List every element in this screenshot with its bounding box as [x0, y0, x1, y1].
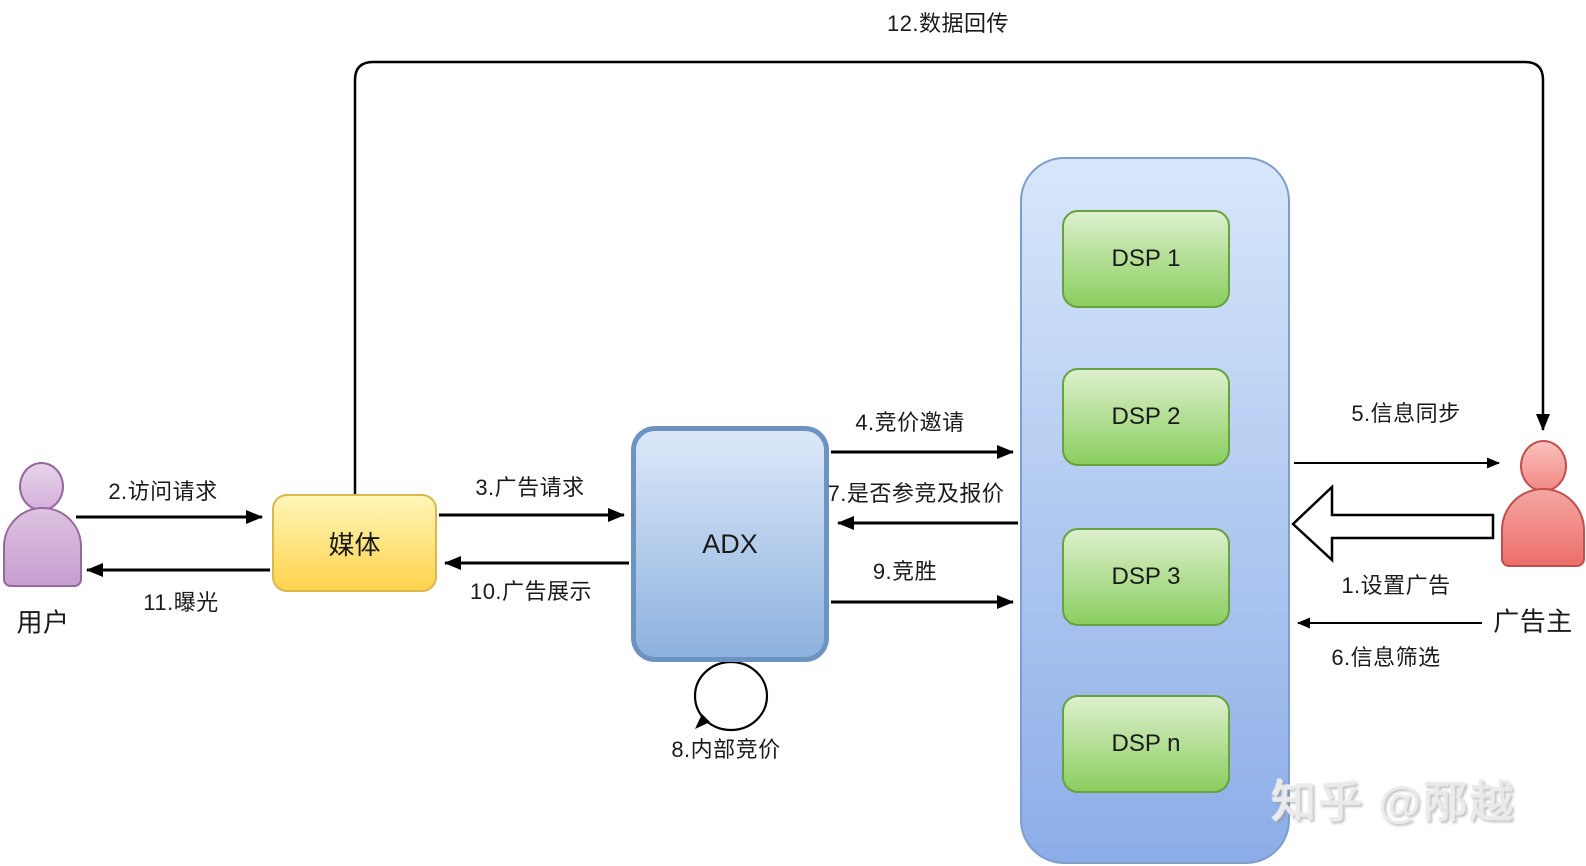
flow-9-label: 9.竞胜 — [872, 559, 938, 584]
dsp-n-node[interactable]: DSP n — [1062, 695, 1230, 793]
flow-6-label: 6.信息筛选 — [1331, 645, 1441, 670]
advertiser-label: 广告主 — [1493, 606, 1573, 637]
flow-10-label: 10.广告展示 — [469, 579, 593, 604]
flow-5-label: 5.信息同步 — [1351, 401, 1461, 426]
flow-11-label: 11.曝光 — [143, 590, 219, 615]
dsp-2-node[interactable]: DSP 2 — [1062, 368, 1230, 466]
zhihu-watermark: 知乎 @邴越 — [1272, 778, 1516, 827]
flow-8-arrowhead — [695, 714, 710, 729]
dsp-3-node[interactable]: DSP 3 — [1062, 528, 1230, 626]
dsp-3-label: DSP 3 — [1111, 563, 1181, 590]
flow-1-block-arrow — [1291, 484, 1495, 563]
media-node[interactable]: 媒体 — [272, 494, 437, 592]
dsp-2-label: DSP 2 — [1111, 403, 1181, 430]
adx-node-label: ADX — [702, 528, 758, 559]
user-label: 用户 — [16, 607, 70, 638]
dsp-1-node[interactable]: DSP 1 — [1062, 210, 1230, 308]
advertiser-person-head-icon — [1520, 440, 1567, 492]
flow-4-label: 4.竞价邀请 — [855, 410, 965, 435]
flow-1-label: 1.设置广告 — [1341, 573, 1451, 598]
adx-node[interactable]: ADX — [631, 426, 829, 662]
flow-12-label: 12.数据回传 — [886, 11, 1010, 36]
flow-12-arrow — [353, 60, 1550, 494]
flow-7-label: 7.是否参竞及报价 — [827, 481, 1005, 506]
advertiser-person-icon — [1501, 488, 1585, 567]
flow-3-label: 3.广告请求 — [475, 475, 585, 500]
flow-8-label: 8.内部竞价 — [671, 737, 781, 762]
flow-8-loop — [693, 660, 769, 732]
dsp-1-label: DSP 1 — [1111, 245, 1181, 272]
flow-2-label: 2.访问请求 — [108, 479, 218, 504]
dsp-n-label: DSP n — [1111, 730, 1181, 757]
user-person-head-icon — [19, 462, 64, 511]
media-node-label: 媒体 — [328, 529, 381, 560]
user-person-icon — [3, 507, 82, 587]
